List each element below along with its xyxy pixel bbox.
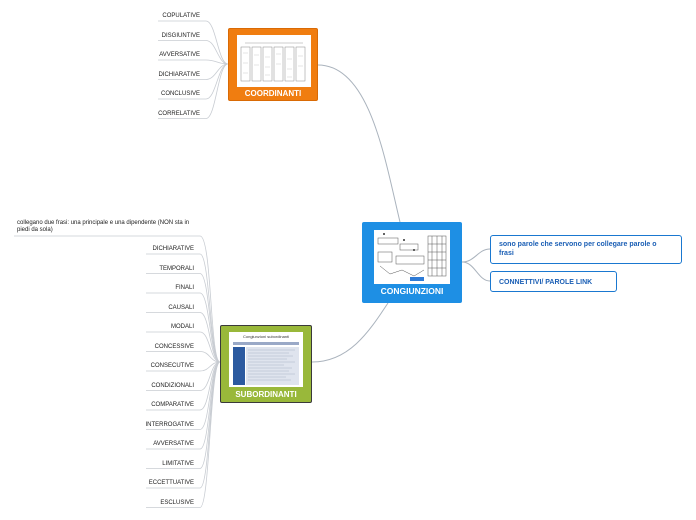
subordinanti-leaf[interactable]: AVVERSATIVE: [153, 441, 194, 447]
coordinanti-leaf[interactable]: AVVERSATIVE: [159, 52, 200, 58]
subordinanti-leaf[interactable]: CAUSALI: [168, 304, 194, 311]
definition-text: sono parole che servono per collegare pa…: [499, 241, 657, 257]
subordinanti-leaf[interactable]: DICHIARATIVE: [152, 246, 194, 252]
subordinanti-leaf[interactable]: TEMPORALI: [159, 265, 194, 272]
subordinanti-connector: [199, 351, 221, 363]
connettivi-box[interactable]: CONNETTIVI/ PAROLE LINK: [490, 271, 617, 292]
subordinanti-leaf[interactable]: ESCLUSIVE: [160, 499, 194, 506]
connettivi-text: CONNETTIVI/ PAROLE LINK: [499, 279, 593, 286]
subordinanti-connector: [199, 273, 221, 363]
coordinanti-thumbnail: [237, 35, 311, 87]
subordinanti-connector: [199, 331, 221, 363]
subordinanti-thumbnail: Congiunzioni subordinanti: [229, 332, 303, 387]
subordinanti-connector: [199, 361, 221, 508]
root-label: CONGIUNZIONI: [380, 286, 444, 296]
coordinanti-connector: [205, 63, 229, 119]
root-node-congiunzioni[interactable]: CONGIUNZIONI: [362, 222, 462, 303]
subordinanti-leaf[interactable]: ECCETTUATIVE: [148, 480, 194, 486]
coordinanti-leaf[interactable]: CORRELATIVE: [158, 110, 200, 117]
subordinanti-leaf[interactable]: INTERROGATIVE: [145, 421, 194, 428]
coordinanti-leaf[interactable]: DISGIUNTIVE: [161, 32, 200, 39]
subordinanti-leaf[interactable]: CONDIZIONALI: [151, 382, 194, 389]
coordinanti-node[interactable]: COORDINANTI: [228, 28, 318, 101]
subordinanti-leaf[interactable]: CONSECUTIVE: [150, 363, 194, 369]
subordinanti-leaf[interactable]: LIMITATIVE: [162, 460, 194, 467]
subordinanti-connector: [199, 361, 221, 469]
coordinanti-leaf[interactable]: DICHIARATIVE: [158, 71, 200, 78]
coordinanti-connector: [205, 20, 229, 65]
subordinanti-leaf[interactable]: MODALI: [170, 324, 194, 330]
subordinanti-connector: [199, 253, 221, 363]
subordinanti-thumb-title: Congiunzioni subordinanti: [242, 334, 290, 339]
subordinanti-connector: [199, 312, 221, 363]
coordinanti-leaf[interactable]: COPULATIVE: [162, 13, 200, 19]
subordinanti-leaf[interactable]: COMPARATIVE: [151, 402, 194, 408]
subordinanti-description: collegano due frasi: una principale e un…: [17, 220, 190, 233]
root-thumbnail: [374, 230, 450, 284]
coordinanti-connector: [205, 40, 229, 65]
subordinanti-node[interactable]: Congiunzioni subordinanti SUBORDINANTI: [220, 325, 312, 403]
subordinanti-leaf[interactable]: FINALI: [175, 285, 194, 291]
coordinanti-leaf[interactable]: CONCLUSIVE: [160, 91, 200, 97]
coordinanti-connector: [205, 63, 229, 100]
subordinanti-leaf[interactable]: CONCESSIVE: [154, 343, 194, 350]
subordinanti-label: SUBORDINANTI: [235, 390, 297, 399]
subordinanti-connector: [199, 361, 221, 489]
definition-box[interactable]: sono parole che servono per collegare pa…: [490, 235, 682, 264]
coordinanti-label: COORDINANTI: [244, 89, 302, 98]
